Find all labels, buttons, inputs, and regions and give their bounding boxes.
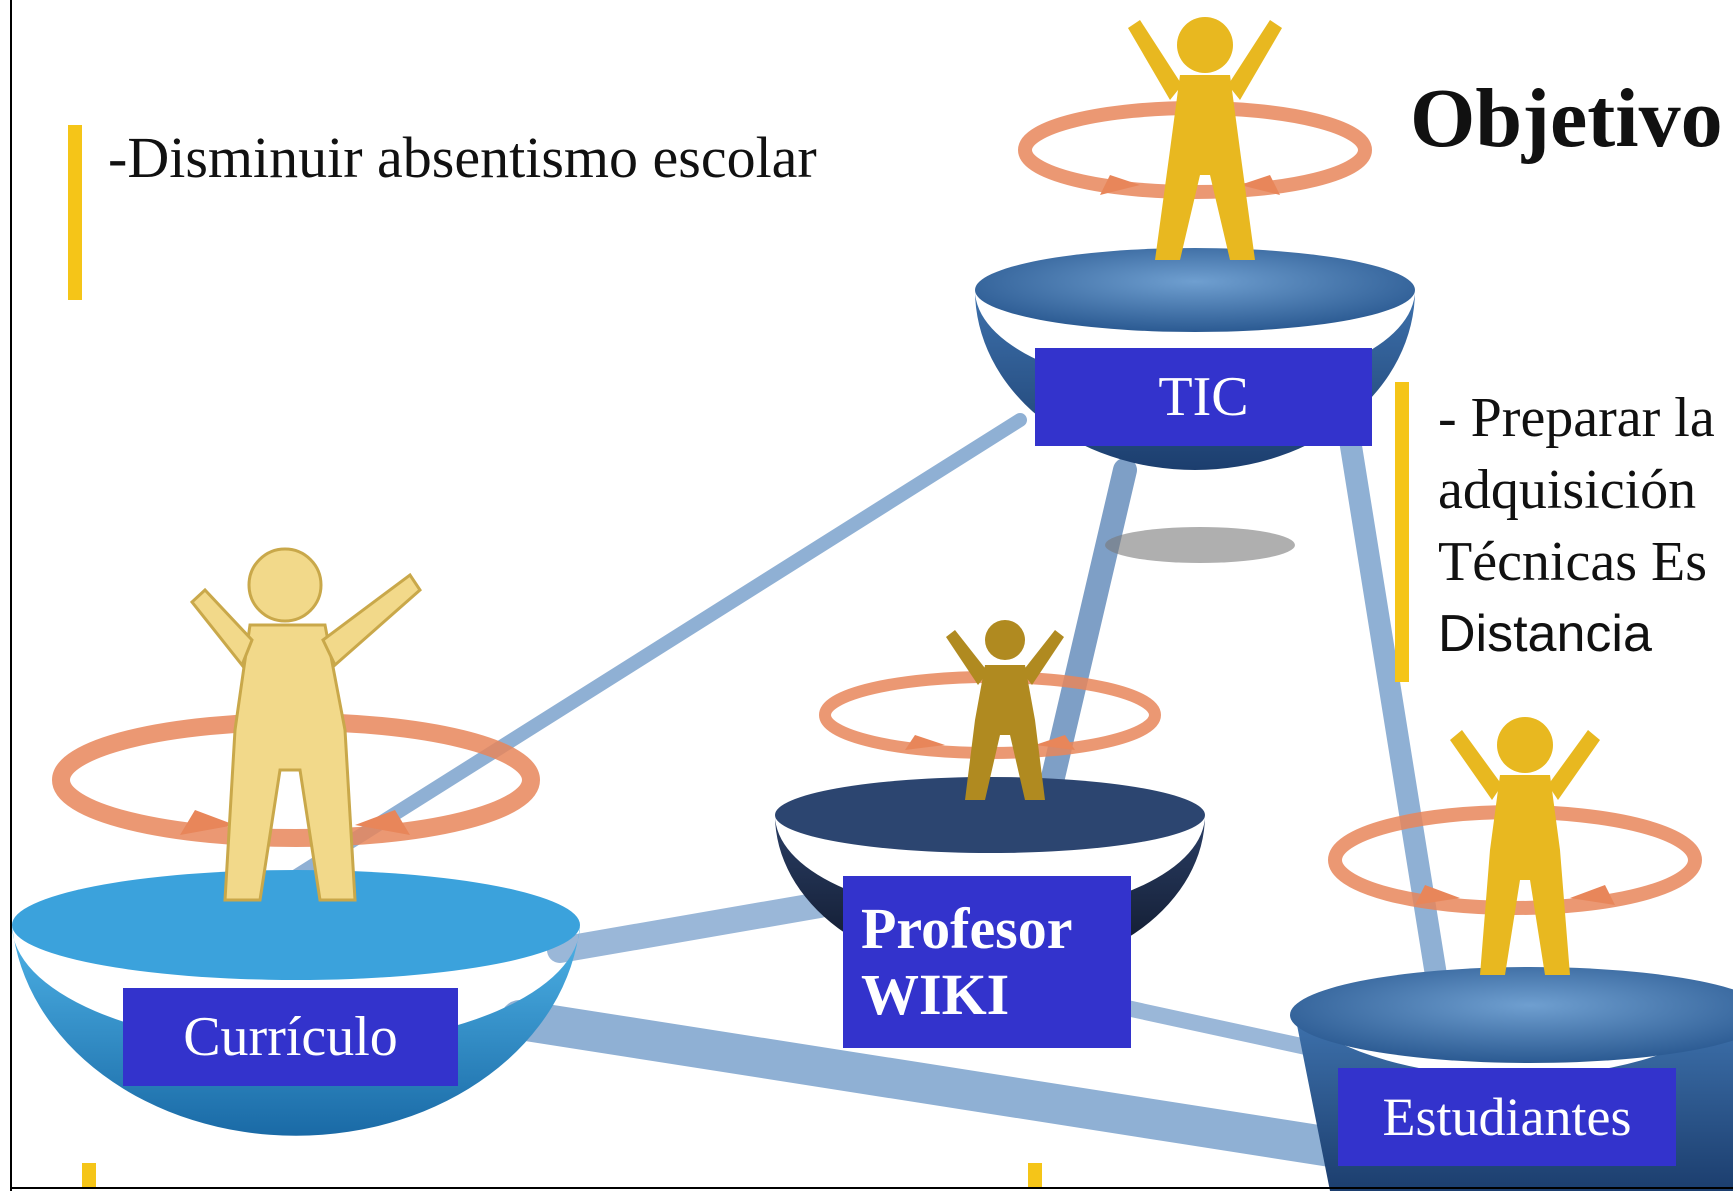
- slide-border-bottom: [10, 1187, 1733, 1189]
- accent-bar-top-left: [68, 125, 82, 300]
- objective-line-4: Distancia: [1438, 605, 1652, 663]
- label-profesor-line-1: Profesor: [861, 896, 1073, 961]
- profesor-figure: [819, 620, 1161, 800]
- label-profesor-wiki: Profesor WIKI: [843, 876, 1131, 1048]
- rod-curriculo-estudiantes: [500, 1000, 1370, 1170]
- tic-figure: [1018, 17, 1372, 260]
- objective-line-2: adquisición: [1438, 459, 1697, 521]
- label-curriculo: Currículo: [123, 988, 458, 1086]
- label-profesor-line-2: WIKI: [861, 962, 1010, 1027]
- objective-absentismo: -Disminuir absentismo escolar: [108, 125, 817, 190]
- label-tic: TIC: [1035, 348, 1372, 446]
- accent-bar-right: [1395, 382, 1409, 682]
- label-estudiantes: Estudiantes: [1338, 1068, 1676, 1166]
- tic-shadow: [1105, 527, 1295, 563]
- curriculo-figure: [52, 547, 540, 902]
- estudiantes-figure: [1328, 717, 1702, 975]
- rod-tic-curriculo: [283, 413, 1027, 887]
- objective-line-1: - Preparar la: [1438, 387, 1715, 449]
- accent-bar-bottom-left: [82, 1163, 96, 1187]
- objective-preparar: - Preparar la adquisición Técnicas Es Di…: [1438, 382, 1715, 670]
- rod-curriculo-profesor: [547, 892, 833, 963]
- objective-line-3: Técnicas Es: [1438, 531, 1707, 593]
- slide-title: Objetivo: [1410, 72, 1723, 165]
- accent-bar-bottom-mid: [1028, 1163, 1042, 1187]
- slide-border-left: [10, 0, 12, 1191]
